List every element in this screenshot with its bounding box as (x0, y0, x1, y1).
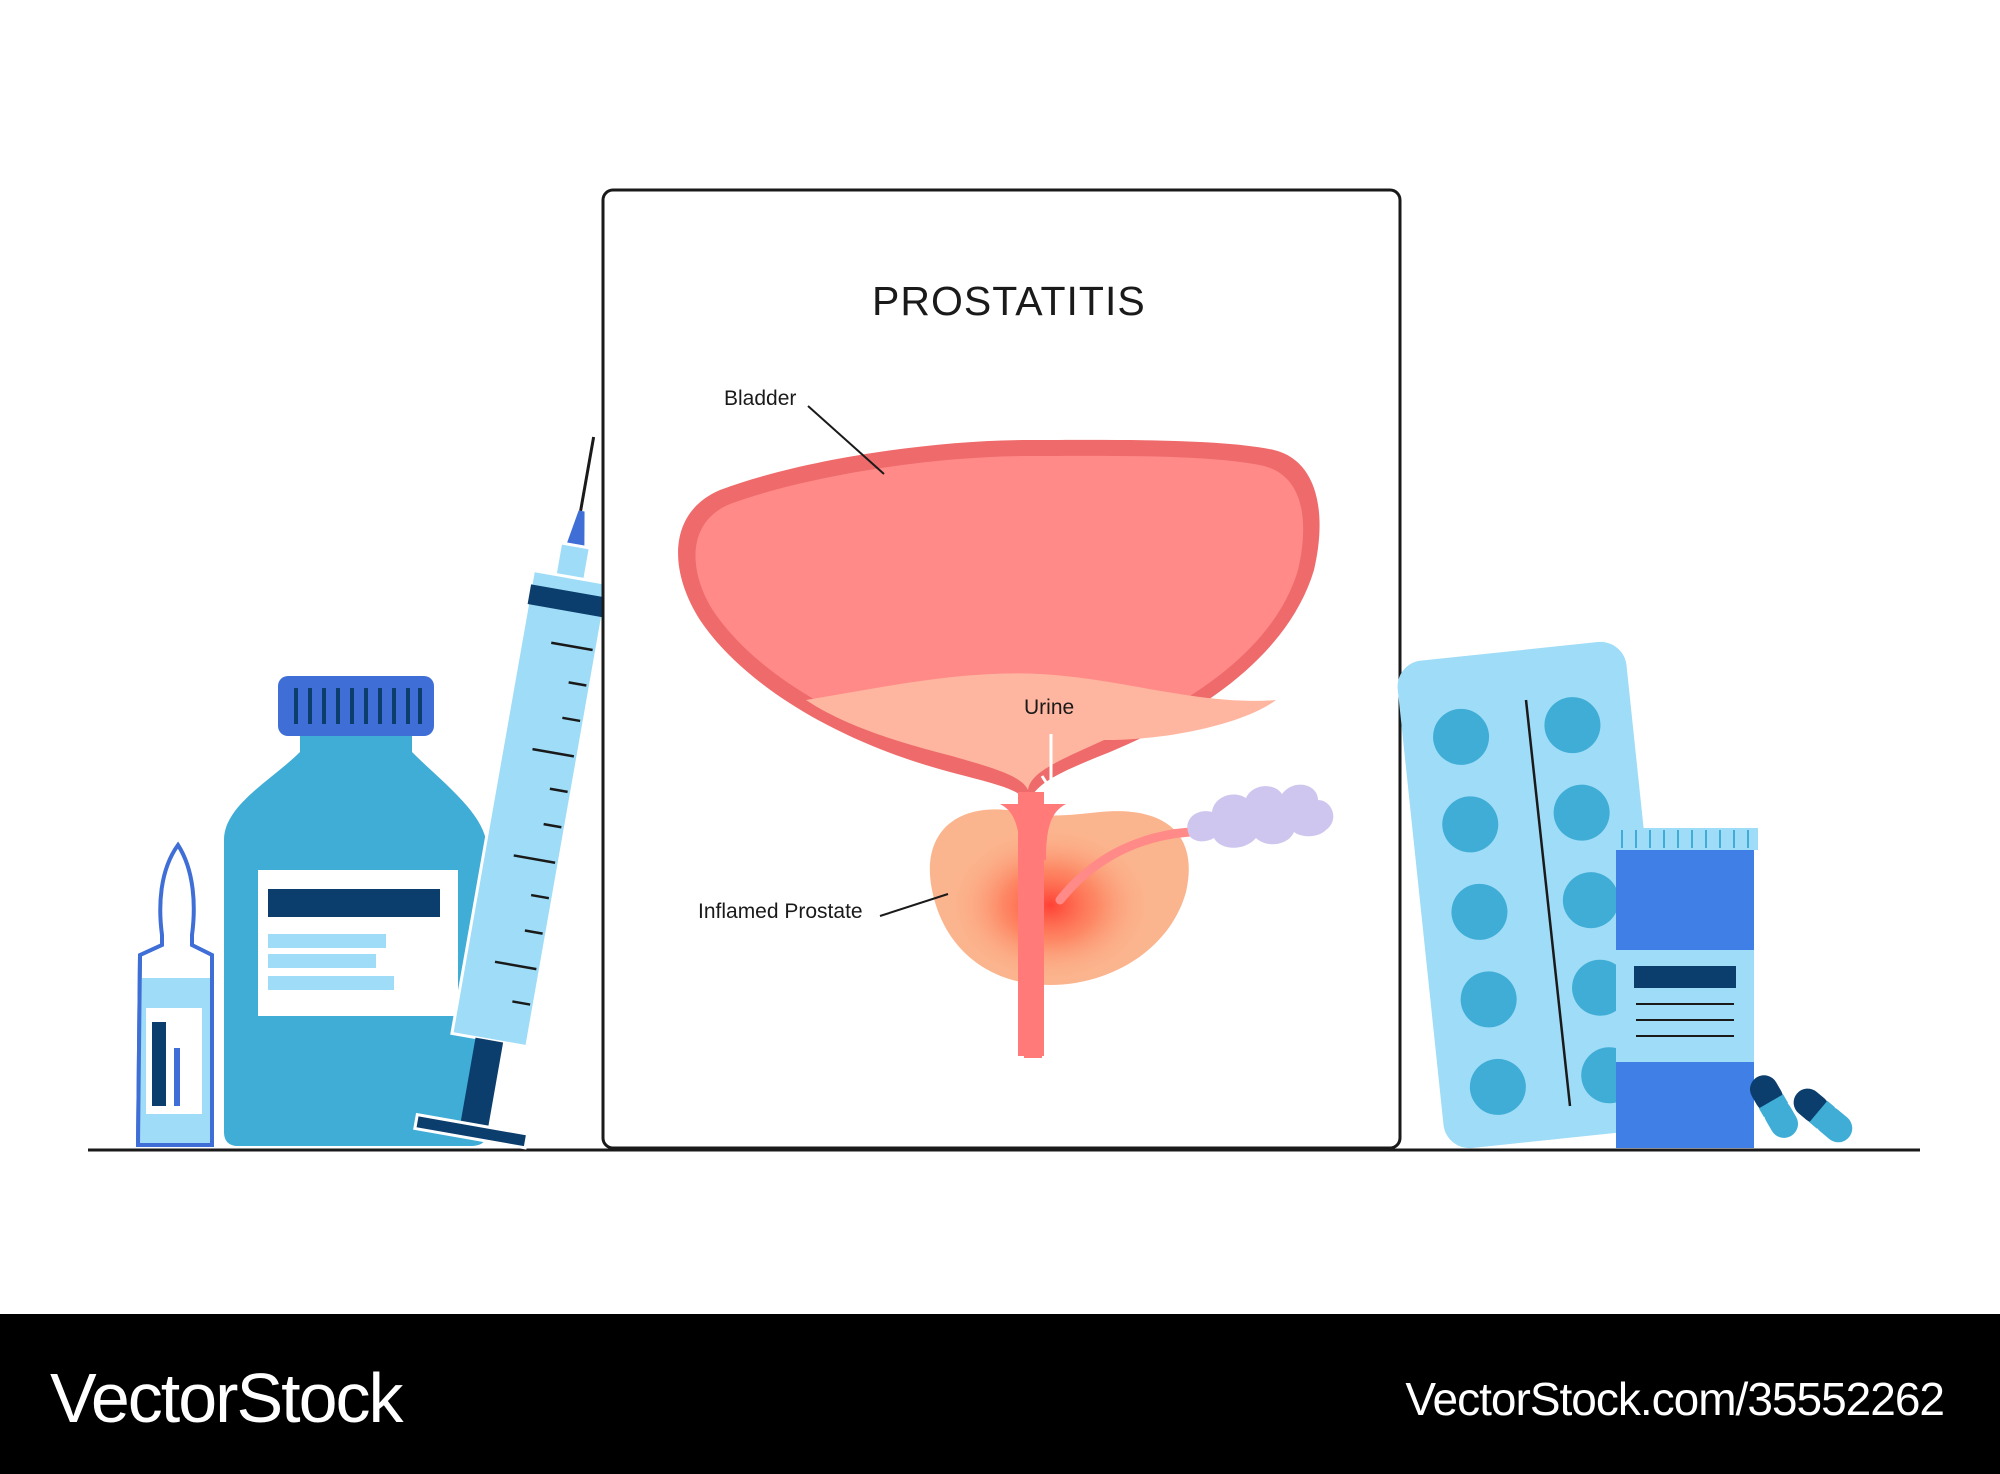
bladder-label: Bladder (724, 387, 797, 410)
ampoule-icon (135, 841, 214, 1147)
illustration-scene: PROSTATITIS Bladder Urine Inflamed Prost… (88, 188, 1920, 1152)
brand-url-text: VectorStock.com/35552262 (1405, 1373, 1945, 1425)
diagram-title: PROSTATITIS (872, 278, 1146, 324)
blister-pack-icon (1397, 641, 1673, 1149)
inflamed-prostate-label: Inflamed Prostate (698, 900, 863, 923)
syringe-icon (413, 436, 611, 1150)
urine-label: Urine (1024, 696, 1075, 719)
ejaculatory-duct (1055, 827, 1195, 905)
watermark-footer: VectorStock VectorStock.com/35552262 (0, 1314, 2000, 1474)
medicine-bottle-icon (224, 676, 486, 1146)
capsules-icon (1750, 1075, 1853, 1143)
urine-arrow-icon (1040, 734, 1062, 793)
seminal-vesicle-shape (1187, 784, 1334, 848)
bladder-leader-line (807, 405, 885, 475)
pill-jar-icon (1610, 828, 1758, 1148)
brand-logo-text: VectorStock (50, 1359, 404, 1437)
prostate-leader-line (879, 893, 949, 917)
bladder-shape (678, 439, 1320, 806)
